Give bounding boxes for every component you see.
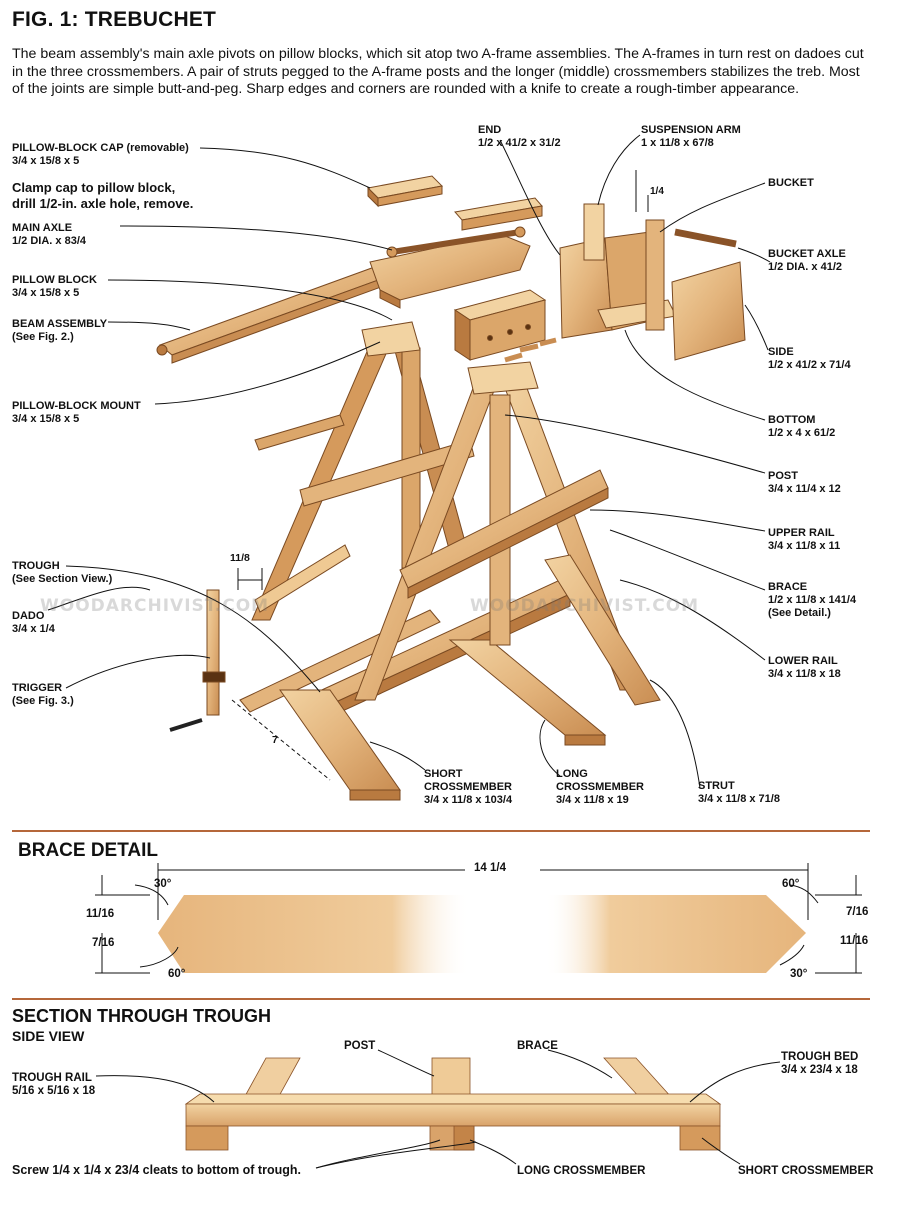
trebuchet-exploded-diagram <box>47 134 771 801</box>
trough-section-diagram <box>95 1049 781 1169</box>
brace-left-top-dim: 11/16 <box>86 908 115 920</box>
brace-angle-bottom-right: 30° <box>790 968 808 980</box>
divider-bottom <box>12 998 870 1000</box>
dim-quarter: 1/4 <box>650 186 664 197</box>
main-axle-part <box>391 229 521 255</box>
a-frame-front <box>354 361 661 706</box>
long-crossmember-part <box>448 639 607 736</box>
label-pillow-block-cap: PILLOW-BLOCK CAP (removable)3/4 x 15/8 x… <box>12 142 189 167</box>
short-crossmember-part <box>279 689 401 791</box>
brace-detail-title: BRACE DETAIL <box>18 840 159 861</box>
section-label-brace: BRACE <box>517 1040 558 1052</box>
label-trigger: TRIGGER(See Fig. 3.) <box>12 682 74 707</box>
clamp-note: Clamp cap to pillow block,drill 1/2-in. … <box>12 180 194 211</box>
brace-right-end <box>545 895 806 973</box>
post-stub <box>431 1057 471 1099</box>
figure-title: FIG. 1: TREBUCHET <box>12 8 217 31</box>
screw-note: Screw 1/4 x 1/4 x 23/4 cleats to bottom … <box>12 1163 301 1177</box>
section-label-short-crossmember: SHORT CROSSMEMBER <box>738 1165 874 1177</box>
left-brace-stub <box>243 1057 301 1099</box>
brace-angle-top-left: 30° <box>154 878 172 890</box>
trough-bed-shape <box>185 1103 721 1127</box>
label-trough: TROUGH(See Section View.) <box>12 560 113 585</box>
intro-paragraph: The beam assembly's main axle pivots on … <box>12 46 864 98</box>
pillow-block-cap-part <box>366 175 444 208</box>
brace-angle-top-right: 60° <box>782 878 800 890</box>
right-brace-stub <box>603 1057 673 1099</box>
strut-part <box>544 554 661 706</box>
label-bucket: BUCKET <box>768 177 814 189</box>
section-label-long-crossmember: LONG CROSSMEMBER <box>517 1165 646 1177</box>
brace-left-end <box>158 895 470 973</box>
section-title: SECTION THROUGH TROUGH <box>12 1006 271 1026</box>
trigger-part <box>169 589 226 732</box>
brace-length: 14 1/4 <box>474 862 506 874</box>
brace-angle-bottom-left: 60° <box>168 968 186 980</box>
pillow-block-part <box>453 289 547 361</box>
bucket-side-part <box>671 261 746 361</box>
brace-detail-diagram <box>95 863 862 974</box>
brace-right-bottom-dim: 11/16 <box>840 935 869 947</box>
dim-seven: 7 <box>272 734 278 746</box>
bucket-part <box>559 203 746 361</box>
left-short-crossmember <box>185 1125 229 1151</box>
brace-left-bottom-dim: 7/16 <box>92 937 115 949</box>
divider-top <box>12 830 870 832</box>
watermark-right: WOODARCHIVIST.COM <box>470 596 700 616</box>
brace-right-top-dim: 7/16 <box>846 906 869 918</box>
dim-one-eighth: 11/8 <box>230 552 250 564</box>
watermark-left: WOODARCHIVIST.COM <box>40 596 270 616</box>
end-piece <box>454 197 543 231</box>
section-subtitle: SIDE VIEW <box>12 1028 85 1044</box>
label-beam-assembly: BEAM ASSEMBLY(See Fig. 2.) <box>12 318 108 343</box>
section-label-post: POST <box>344 1040 376 1052</box>
trough-part <box>254 544 351 613</box>
